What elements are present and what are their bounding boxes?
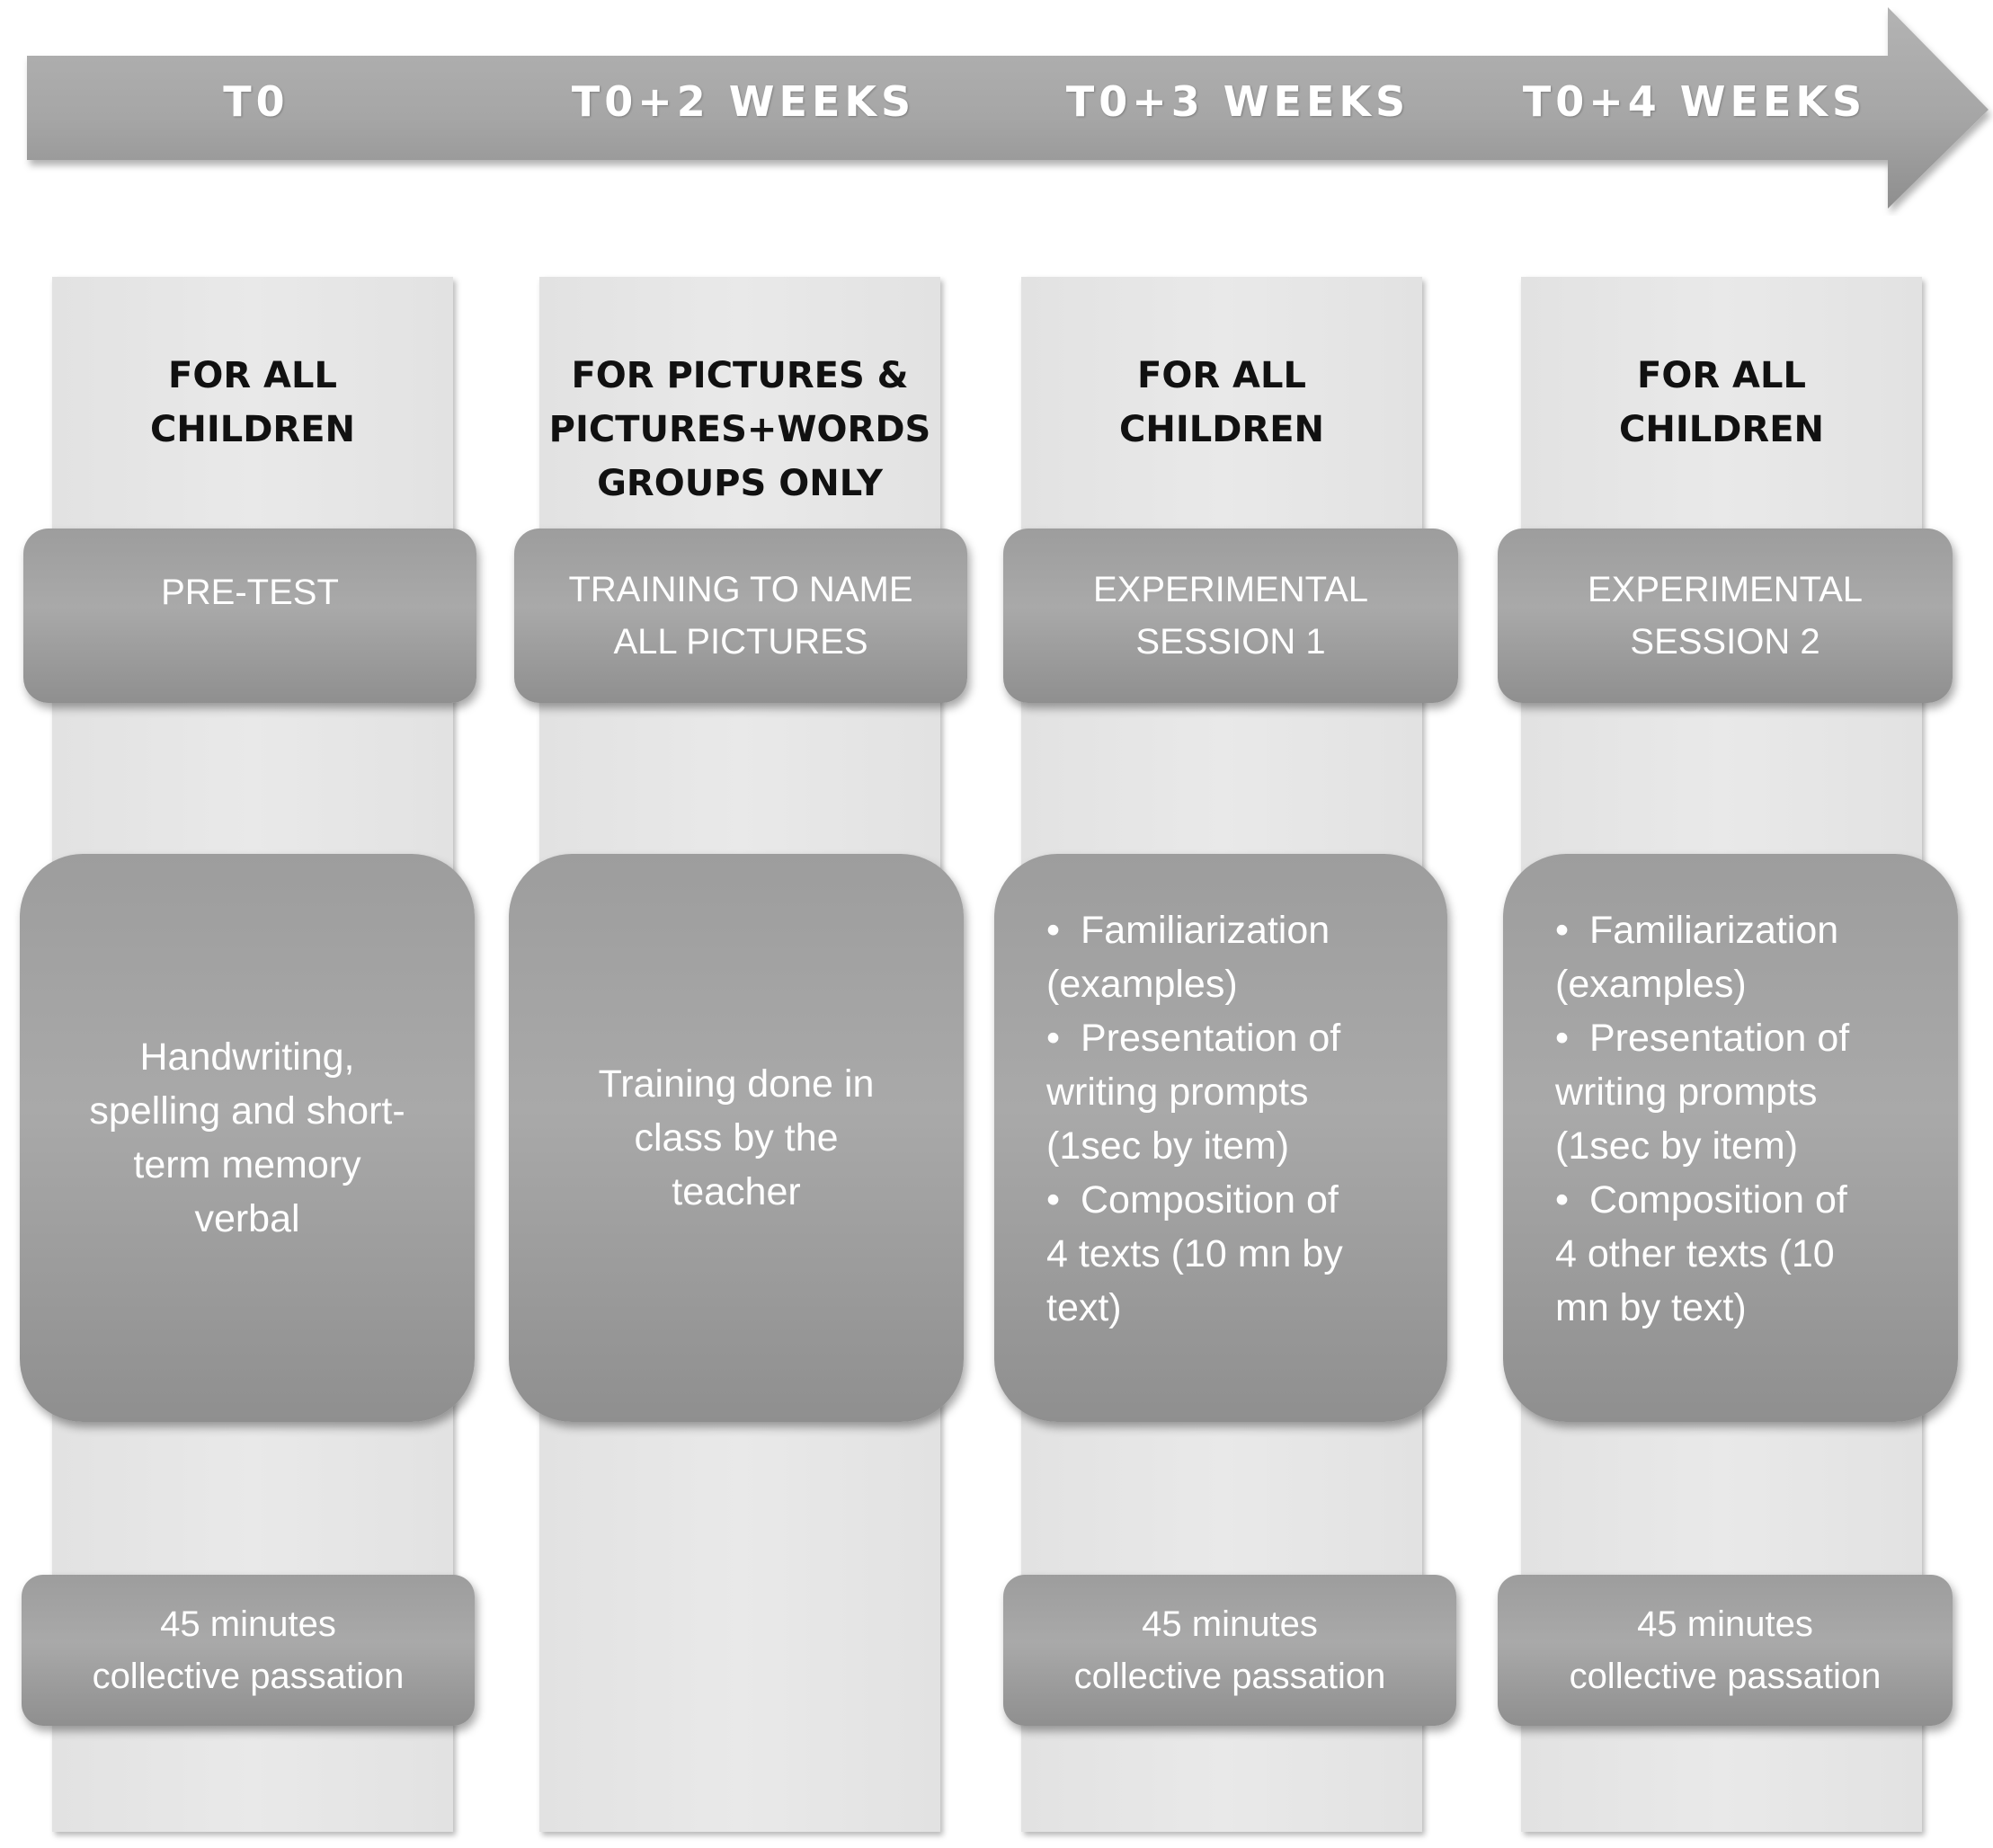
audience-line: CHILDREN bbox=[1618, 409, 1824, 450]
duration-line: collective passation bbox=[1073, 1657, 1386, 1696]
task-box-session-1: • Familiarization (examples) • Presentatio… bbox=[994, 854, 1447, 1422]
timeline-label-t0-2-weeks: T0+2 WEEKS bbox=[571, 77, 916, 126]
task-line: • Composition of bbox=[1555, 1173, 1849, 1227]
phase-box-pre-test: PRE-TEST bbox=[23, 529, 476, 703]
phase-line: SESSION 1 bbox=[1135, 622, 1326, 662]
task-line-text: Familiarization bbox=[1081, 909, 1330, 952]
task-line: • Presentation of bbox=[1555, 1011, 1849, 1065]
task-line: writing prompts bbox=[1046, 1071, 1309, 1114]
duration-box-session-1: 45 minutes collective passation bbox=[1003, 1575, 1456, 1726]
audience-line: CHILDREN bbox=[1118, 409, 1324, 450]
duration-box-session-2: 45 minutes collective passation bbox=[1498, 1575, 1953, 1726]
audience-line: FOR PICTURES & bbox=[571, 355, 909, 396]
task-line: teacher bbox=[672, 1170, 801, 1213]
task-line: verbal bbox=[194, 1197, 300, 1240]
timeline-label-t0-3-weeks: T0+3 WEEKS bbox=[1065, 77, 1410, 126]
bullet-icon: • bbox=[1046, 1178, 1061, 1222]
bullet-icon: • bbox=[1046, 909, 1061, 952]
task-box-session-2: • Familiarization (examples) • Presentatio… bbox=[1503, 854, 1958, 1422]
bullet-icon: • bbox=[1046, 1017, 1061, 1060]
task-list-item: • Composition of 4 texts (10 mn by text) bbox=[1046, 1173, 1343, 1335]
task-list: • Familiarization (examples) • Presentatio… bbox=[1046, 903, 1343, 1335]
task-line: Handwriting, bbox=[139, 1035, 355, 1079]
task-line-text: Composition of bbox=[1589, 1178, 1847, 1222]
stage-audience: FOR ALL CHILDREN bbox=[1521, 349, 1922, 457]
task-list-item: • Familiarization (examples) bbox=[1046, 903, 1343, 1011]
duration-box-pre-test: 45 minutes collective passation bbox=[22, 1575, 475, 1726]
audience-line: CHILDREN bbox=[149, 409, 355, 450]
task-line: mn by text) bbox=[1555, 1286, 1747, 1329]
task-line: 4 texts (10 mn by bbox=[1046, 1232, 1343, 1275]
task-line: • Presentation of bbox=[1046, 1011, 1343, 1065]
task-list-item: • Composition of 4 other texts (10 mn by … bbox=[1555, 1173, 1849, 1335]
task-line: (examples) bbox=[1046, 963, 1238, 1006]
task-line: spelling and short- bbox=[89, 1089, 405, 1133]
audience-line: FOR ALL bbox=[1637, 355, 1806, 396]
task-line: (1sec by item) bbox=[1046, 1124, 1290, 1168]
task-box-training: Training done in class by the teacher bbox=[509, 854, 964, 1422]
duration-line: 45 minutes bbox=[1142, 1604, 1318, 1644]
duration-line: collective passation bbox=[92, 1657, 405, 1696]
phase-line: EXPERIMENTAL bbox=[1093, 570, 1368, 609]
phase-line: EXPERIMENTAL bbox=[1588, 570, 1863, 609]
task-line: class by the bbox=[634, 1116, 839, 1159]
task-list-item: • Presentation of writing prompts (1sec b… bbox=[1555, 1011, 1849, 1173]
timeline-label-t0: T0 bbox=[223, 77, 289, 126]
duration-line: 45 minutes bbox=[160, 1604, 336, 1644]
phase-line: TRAINING TO NAME bbox=[568, 570, 913, 609]
task-list-item: • Presentation of writing prompts (1sec b… bbox=[1046, 1011, 1343, 1173]
task-line-text: Composition of bbox=[1081, 1178, 1339, 1222]
duration-line: 45 minutes bbox=[1637, 1604, 1813, 1644]
timeline-arrow bbox=[27, 7, 1989, 209]
bullet-icon: • bbox=[1555, 909, 1570, 952]
task-list: • Familiarization (examples) • Presentatio… bbox=[1555, 903, 1849, 1335]
task-line: (1sec by item) bbox=[1555, 1124, 1799, 1168]
stage-audience: FOR ALL CHILDREN bbox=[1021, 349, 1422, 457]
bullet-icon: • bbox=[1555, 1017, 1570, 1060]
bullet-icon: • bbox=[1555, 1178, 1570, 1222]
task-line: • Familiarization bbox=[1555, 903, 1849, 957]
task-line: Training done in bbox=[598, 1062, 875, 1106]
audience-line: GROUPS ONLY bbox=[597, 463, 883, 504]
task-line-text: Familiarization bbox=[1589, 909, 1839, 952]
phase-line: ALL PICTURES bbox=[613, 622, 868, 662]
task-line-text: Presentation of bbox=[1081, 1017, 1341, 1060]
task-list-item: • Familiarization (examples) bbox=[1555, 903, 1849, 1011]
duration-line: collective passation bbox=[1569, 1657, 1882, 1696]
phase-box-session-2: EXPERIMENTAL SESSION 2 bbox=[1498, 529, 1953, 703]
audience-line: FOR ALL bbox=[1137, 355, 1306, 396]
task-line: writing prompts bbox=[1555, 1071, 1818, 1114]
phase-line: PRE-TEST bbox=[161, 573, 339, 612]
stage-audience: FOR ALL CHILDREN bbox=[52, 349, 453, 457]
task-line: • Composition of bbox=[1046, 1173, 1343, 1227]
task-line: term memory bbox=[133, 1143, 361, 1186]
task-line-text: Presentation of bbox=[1589, 1017, 1850, 1060]
timeline-arrow-shape bbox=[27, 7, 1989, 209]
task-line: (examples) bbox=[1555, 963, 1747, 1006]
task-line: 4 other texts (10 bbox=[1555, 1232, 1835, 1275]
audience-line: FOR ALL bbox=[168, 355, 337, 396]
task-line: text) bbox=[1046, 1286, 1122, 1329]
stage-audience: FOR PICTURES & PICTURES+WORDS GROUPS ONL… bbox=[539, 349, 940, 511]
phase-line: SESSION 2 bbox=[1630, 622, 1820, 662]
phase-box-session-1: EXPERIMENTAL SESSION 1 bbox=[1003, 529, 1458, 703]
task-box-pre-test: Handwriting, spelling and short- term me… bbox=[20, 854, 475, 1422]
timeline-label-t0-4-weeks: T0+4 WEEKS bbox=[1522, 77, 1867, 126]
audience-line: PICTURES+WORDS bbox=[548, 409, 931, 450]
task-line: • Familiarization bbox=[1046, 903, 1343, 957]
phase-box-training: TRAINING TO NAME ALL PICTURES bbox=[514, 529, 967, 703]
